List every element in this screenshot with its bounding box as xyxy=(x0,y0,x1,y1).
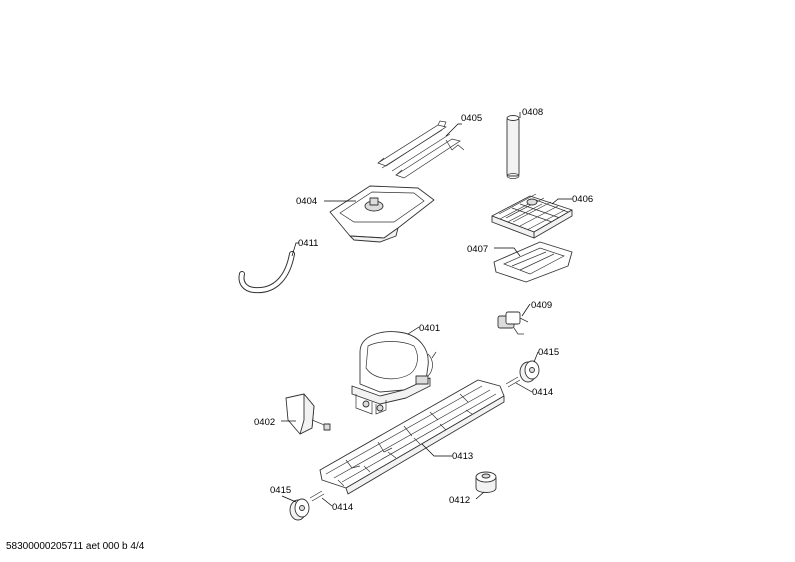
callout-0409: 0409 xyxy=(531,300,552,311)
part-pin-upper xyxy=(505,376,521,388)
callout-0401: 0401 xyxy=(419,323,440,334)
callout-0408: 0408 xyxy=(522,107,543,118)
part-foot-lower xyxy=(289,498,310,521)
part-tray xyxy=(493,241,573,283)
callout-0411: 0411 xyxy=(298,238,318,249)
part-rod xyxy=(506,115,520,179)
callout-0414-upper: 0414 xyxy=(532,387,553,398)
part-base-rail xyxy=(319,379,505,495)
callout-0414-lower: 0414 xyxy=(332,502,353,513)
callout-0406: 0406 xyxy=(572,194,593,205)
part-compressor xyxy=(351,331,437,415)
callout-0412: 0412 xyxy=(449,495,470,506)
part-grommet xyxy=(475,471,497,493)
part-drip-tray xyxy=(329,185,435,243)
callout-0415-lower: 0415 xyxy=(270,485,291,496)
callout-labels: 0405 0408 0404 0406 0411 0407 0409 0401 … xyxy=(254,107,593,513)
callout-0405: 0405 xyxy=(461,113,482,124)
part-pin-lower xyxy=(309,490,325,502)
callout-0404: 0404 xyxy=(296,196,317,207)
callout-0415-upper: 0415 xyxy=(538,347,559,358)
part-foot-upper xyxy=(519,360,540,383)
callout-leaders xyxy=(281,112,572,507)
part-hose xyxy=(238,251,295,294)
part-grid-lid xyxy=(491,193,573,239)
part-capacitor xyxy=(285,393,331,435)
callout-0407: 0407 xyxy=(467,244,488,255)
part-wire-rack xyxy=(377,120,465,179)
document-footer-code: 58300000205711 aet 000 b 4/4 xyxy=(6,541,145,552)
part-relay xyxy=(497,311,529,335)
callout-0402: 0402 xyxy=(254,417,275,428)
callout-0413: 0413 xyxy=(452,451,473,462)
